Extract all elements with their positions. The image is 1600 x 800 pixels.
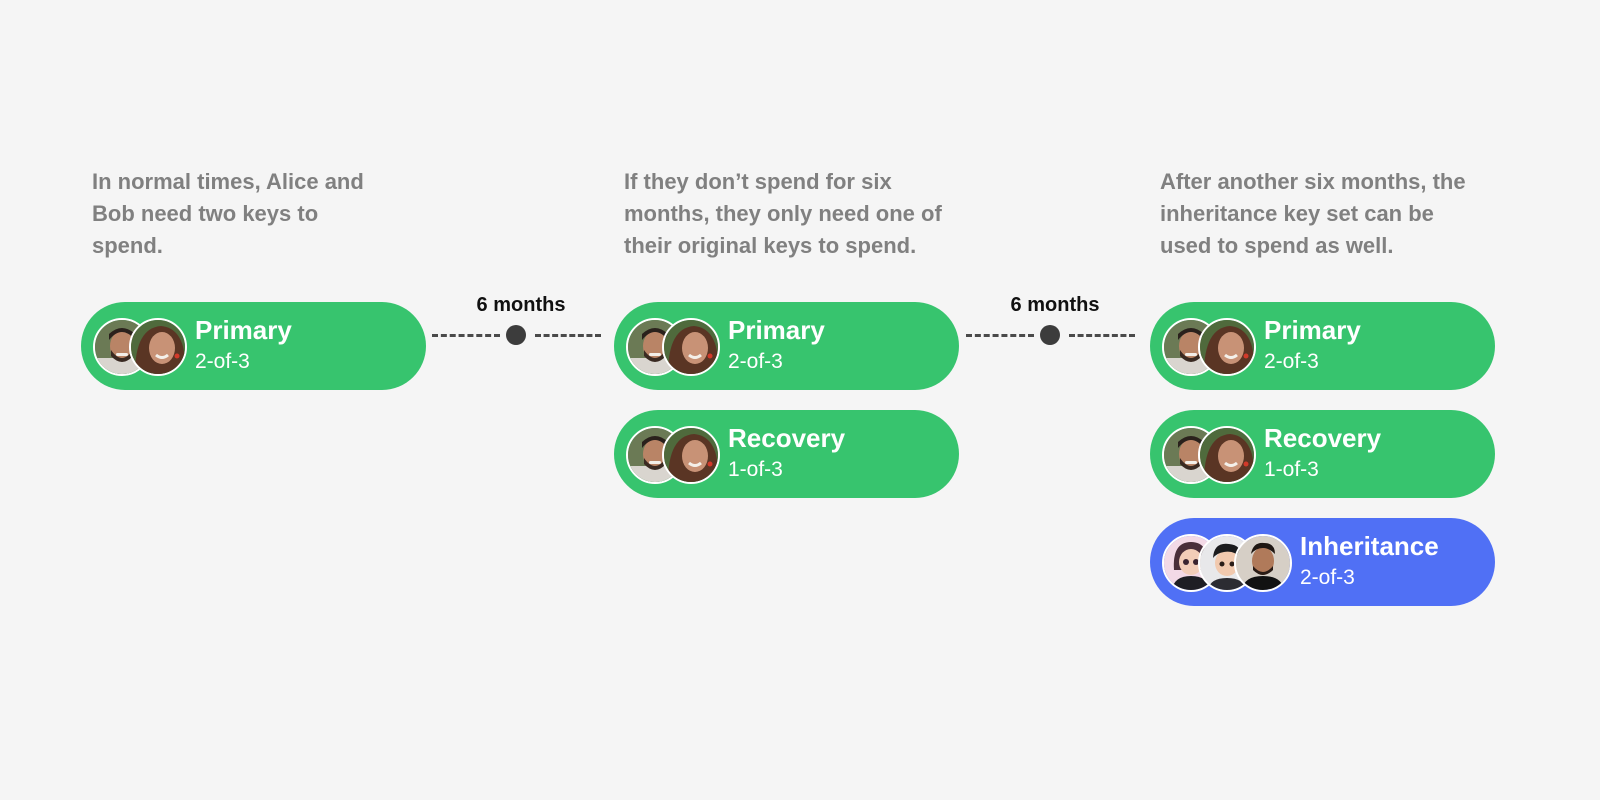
key-set-threshold: 2-of-3	[1300, 566, 1355, 589]
timeline-connector: 6 months	[966, 293, 1144, 353]
recovery-key-set: Recovery 1-of-3	[614, 410, 959, 498]
dashed-line-left	[432, 334, 500, 337]
dashed-line-right	[535, 334, 601, 337]
time-delay-label: 6 months	[1010, 294, 1100, 316]
stage-caption: If they don’t spend for six months, they…	[624, 169, 942, 258]
dashed-line-right	[1069, 334, 1135, 337]
key-set-threshold: 2-of-3	[728, 350, 783, 373]
key-set-name: Primary	[1264, 315, 1361, 345]
stage-caption: In normal times, Alice and Bob need two …	[92, 169, 364, 258]
woman-avatar	[662, 318, 720, 376]
key-set-name: Recovery	[728, 423, 846, 453]
key-set-threshold: 2-of-3	[1264, 350, 1319, 373]
timeline-dot	[506, 325, 526, 345]
key-set-name: Primary	[195, 315, 292, 345]
woman-avatar	[1198, 318, 1256, 376]
timeline-connector: 6 months	[432, 293, 610, 353]
key-set-threshold: 1-of-3	[1264, 458, 1319, 481]
stage-caption: After another six months, the inheritanc…	[1160, 169, 1466, 258]
primary-key-set: Primary 2-of-3	[81, 302, 426, 390]
key-set-name: Inheritance	[1300, 531, 1439, 561]
primary-key-set: Primary 2-of-3	[614, 302, 959, 390]
primary-key-set: Primary 2-of-3	[1150, 302, 1495, 390]
young-man-avatar	[1234, 534, 1292, 592]
woman-avatar	[1198, 426, 1256, 484]
woman-avatar	[129, 318, 187, 376]
woman-avatar	[662, 426, 720, 484]
key-set-name: Recovery	[1264, 423, 1382, 453]
recovery-key-set: Recovery 1-of-3	[1150, 410, 1495, 498]
time-delay-label: 6 months	[476, 294, 566, 316]
key-set-name: Primary	[728, 315, 825, 345]
key-set-threshold: 1-of-3	[728, 458, 783, 481]
inheritance-key-set: Inheritance 2-of-3	[1150, 518, 1495, 606]
key-set-threshold: 2-of-3	[195, 350, 250, 373]
dashed-line-left	[966, 334, 1034, 337]
timeline-dot	[1040, 325, 1060, 345]
